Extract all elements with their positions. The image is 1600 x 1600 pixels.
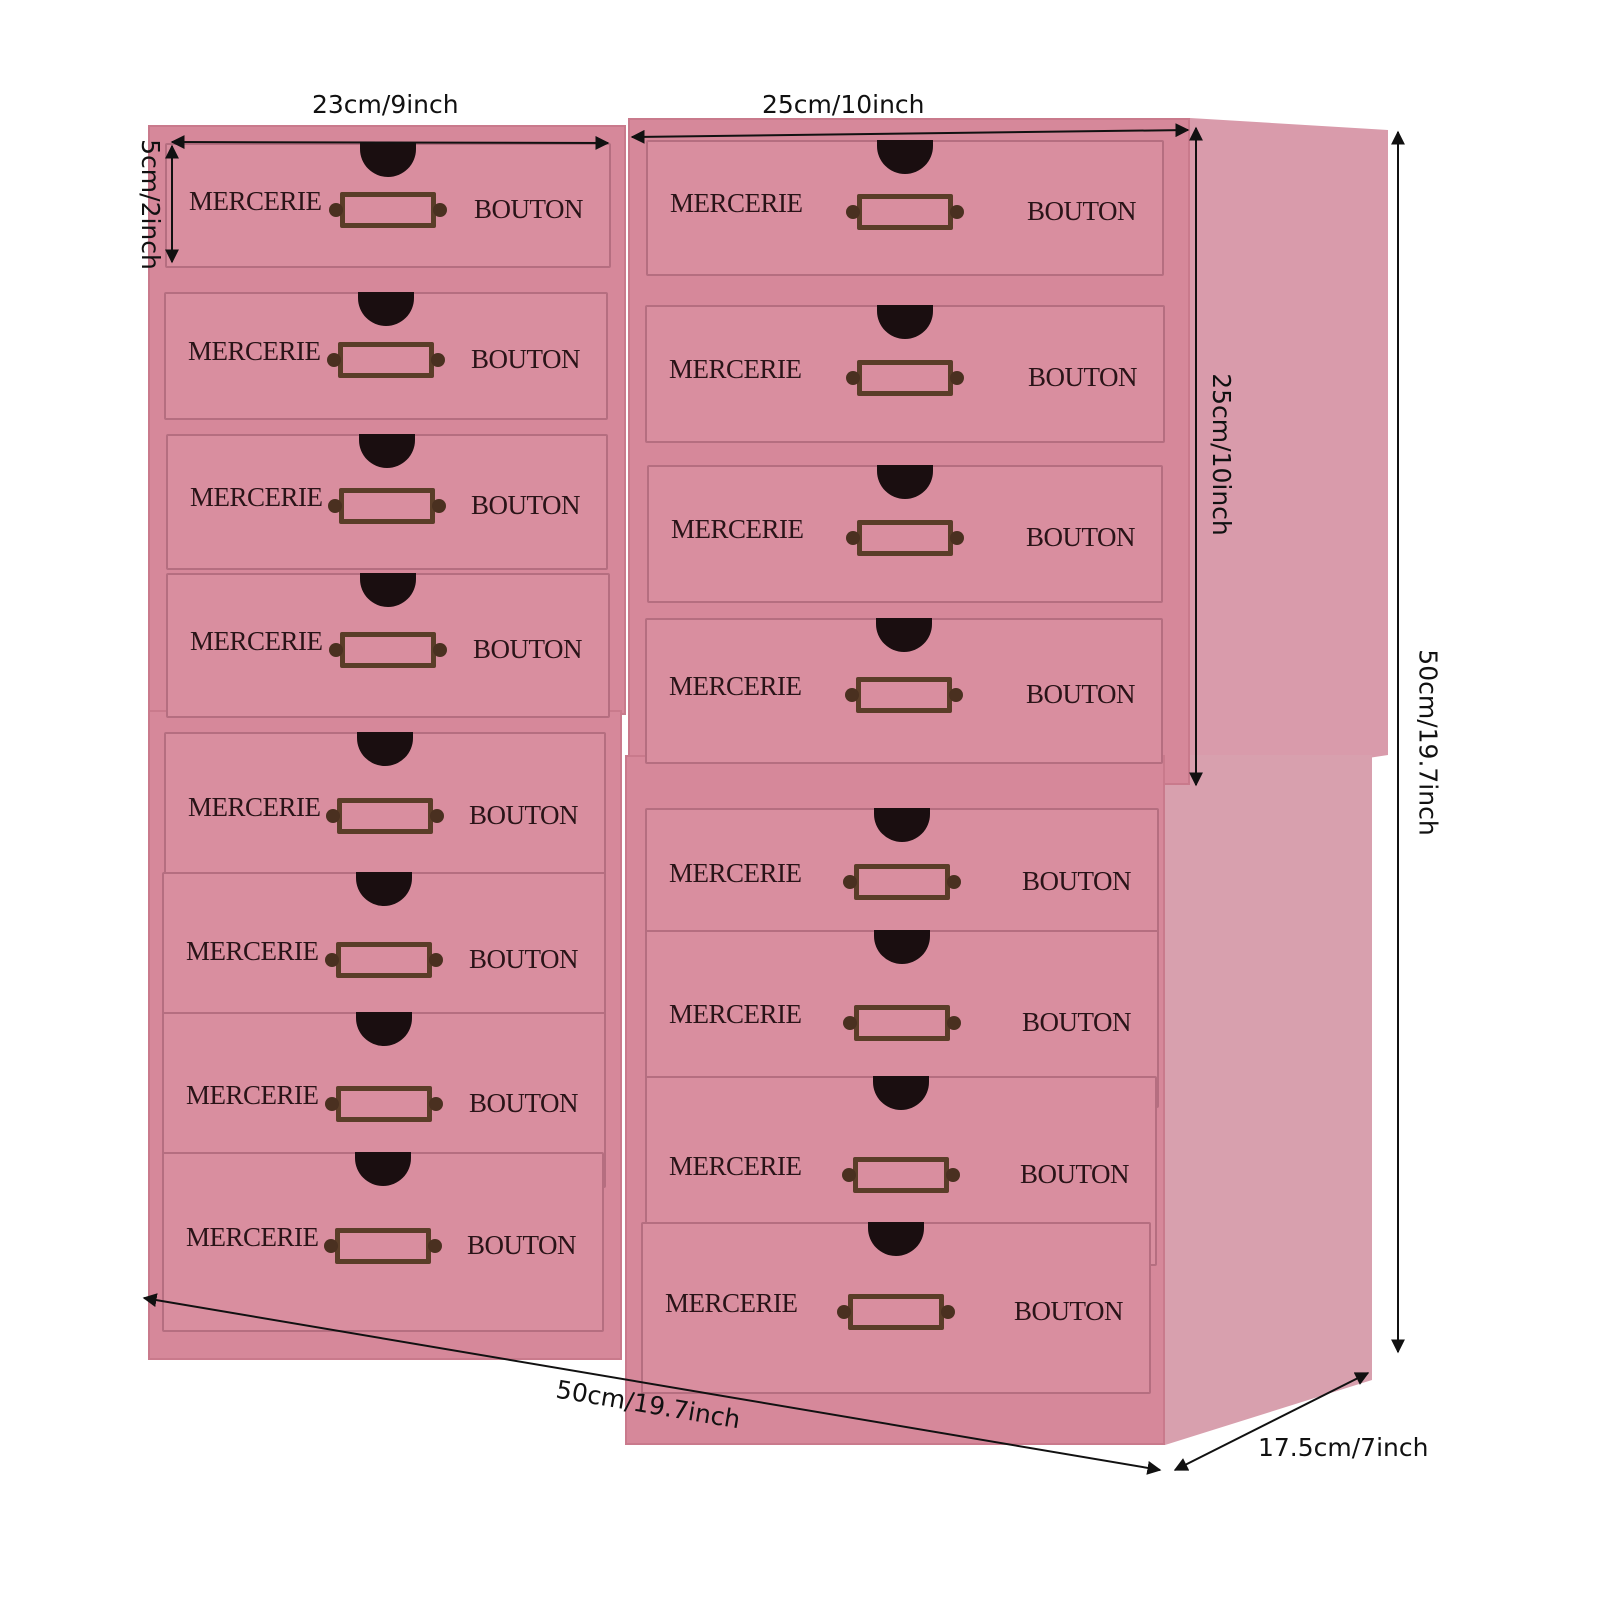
drawer[interactable]: MERCERIE BOUTON — [645, 305, 1165, 443]
label-holder-handle[interactable] — [325, 942, 443, 978]
drawer-label-right: BOUTON — [468, 944, 579, 974]
dim-total-height: 50cm/19.7inch — [1413, 649, 1443, 836]
drawer[interactable]: MERCERIE BOUTON — [166, 573, 610, 718]
label-holder-handle[interactable] — [845, 677, 963, 713]
dim-drawer-width-right: 25cm/10inch — [762, 90, 925, 119]
drawer-label-right: BOUTON — [1021, 866, 1132, 896]
drawer-label-left: MERCERIE — [186, 936, 319, 966]
drawer-label-right: BOUTON — [470, 490, 581, 520]
bottom-right-cabinet-side — [1165, 755, 1372, 1445]
drawer-label-right: BOUTON — [1025, 522, 1136, 552]
drawer-label-left: MERCERIE — [669, 671, 802, 701]
dim-depth: 17.5cm/7inch — [1258, 1433, 1429, 1462]
drawer-label-left: MERCERIE — [671, 514, 804, 544]
drawer[interactable]: MERCERIE BOUTON — [164, 292, 608, 420]
drawer-label-right: BOUTON — [1026, 196, 1137, 226]
drawer-label-left: MERCERIE — [669, 354, 802, 384]
label-holder-handle[interactable] — [842, 1157, 960, 1193]
drawer[interactable]: MERCERIE BOUTON — [166, 434, 608, 570]
dim-cabinet-height: 25cm/10inch — [1206, 373, 1236, 536]
drawer[interactable]: MERCERIE BOUTON — [647, 465, 1163, 603]
drawer-label-right: BOUTON — [1027, 362, 1138, 392]
drawer-label-left: MERCERIE — [188, 336, 321, 366]
drawer-label-left: MERCERIE — [190, 625, 323, 656]
label-holder-handle[interactable] — [846, 520, 964, 556]
drawer[interactable]: MERCERIE BOUTON — [165, 143, 611, 268]
label-holder-handle[interactable] — [324, 1228, 442, 1264]
drawer-label-left: MERCERIE — [190, 482, 323, 512]
drawer-label-left: MERCERIE — [186, 1222, 319, 1252]
label-holder-handle[interactable] — [846, 360, 964, 396]
drawer-label-right: BOUTON — [468, 800, 579, 830]
label-holder-handle[interactable] — [843, 1005, 961, 1041]
dim-drawer-width-left: 23cm/9inch — [312, 90, 459, 119]
drawer-label-right: BOUTON — [472, 633, 583, 664]
drawer[interactable]: MERCERIE BOUTON — [645, 808, 1159, 948]
label-holder-handle[interactable] — [329, 631, 447, 668]
drawer-label-left: MERCERIE — [669, 1151, 802, 1181]
drawer-label-right: BOUTON — [468, 1088, 579, 1118]
drawer-label-right: BOUTON — [466, 1230, 577, 1260]
drawer-label-right: BOUTON — [1021, 1007, 1132, 1037]
label-holder-handle[interactable] — [329, 191, 447, 228]
label-holder-handle[interactable] — [328, 488, 446, 524]
label-holder-handle[interactable] — [325, 1086, 443, 1122]
label-holder-handle[interactable] — [327, 342, 445, 378]
top-right-cabinet-side — [1190, 118, 1388, 785]
drawer-label-left: MERCERIE — [669, 999, 802, 1029]
drawer-label-right: BOUTON — [470, 344, 581, 374]
drawer-label-left: MERCERIE — [669, 858, 802, 888]
label-holder-handle[interactable] — [846, 194, 964, 230]
drawer-label-left: MERCERIE — [188, 792, 321, 822]
drawer-label-left: MERCERIE — [670, 188, 803, 218]
label-holder-handle[interactable] — [843, 864, 961, 900]
label-holder-handle[interactable] — [326, 798, 444, 834]
drawer-label-left: MERCERIE — [189, 185, 322, 216]
drawer-label-left: MERCERIE — [186, 1080, 319, 1110]
drawer[interactable]: MERCERIE BOUTON — [645, 618, 1163, 764]
drawer-label-right: BOUTON — [473, 193, 584, 224]
dim-drawer-height: 5cm/2inch — [135, 139, 165, 270]
drawer-label-right: BOUTON — [1019, 1159, 1130, 1189]
drawer-label-right: BOUTON — [1025, 679, 1136, 709]
